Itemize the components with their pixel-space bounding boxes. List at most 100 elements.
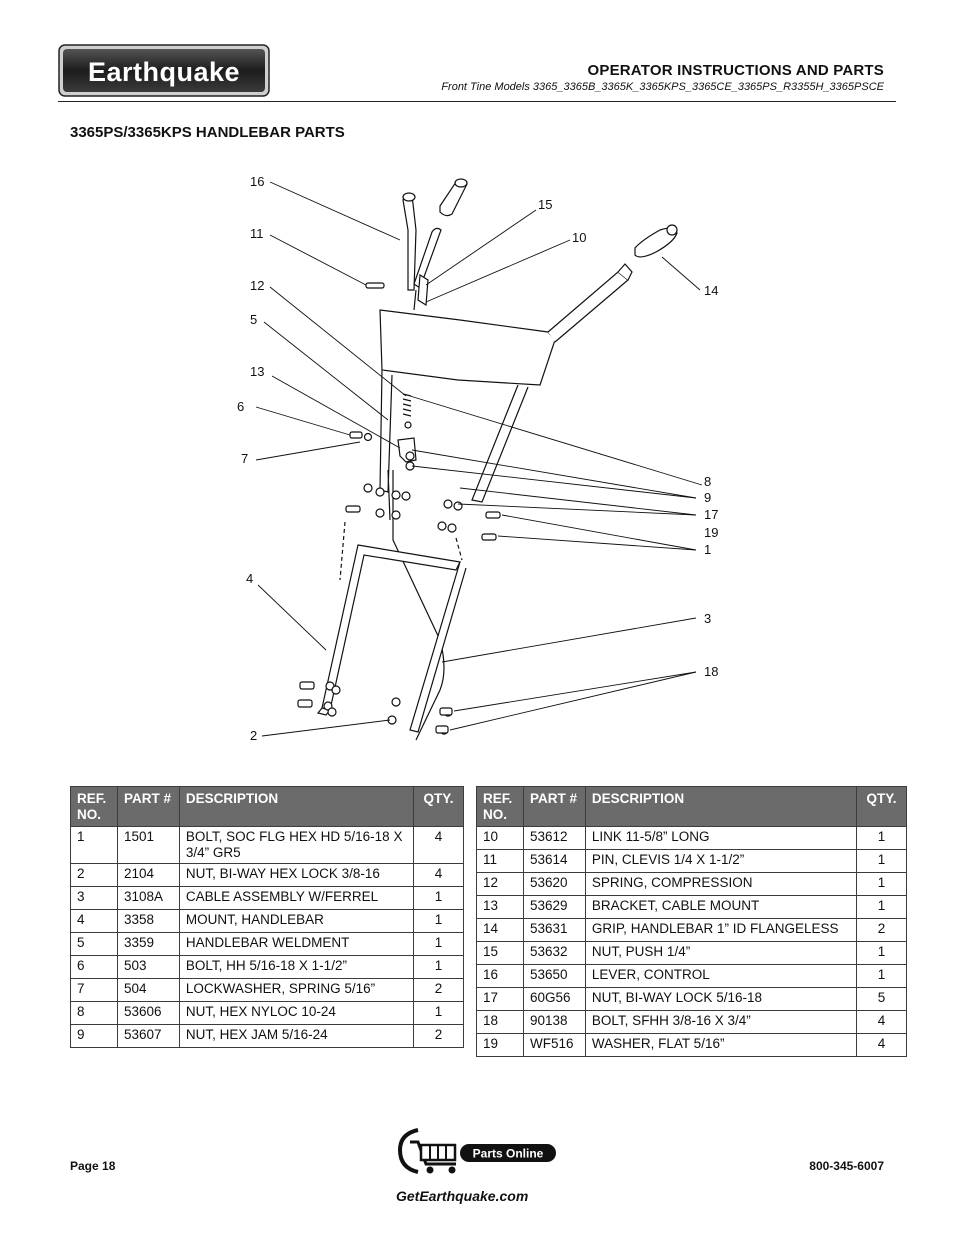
callout-2: 2 — [250, 728, 257, 743]
col-header-ref: REF. NO. — [476, 786, 524, 827]
grip-left-drawing — [439, 178, 468, 217]
callout-8: 8 — [704, 474, 711, 489]
col-header-part: PART # — [522, 786, 586, 827]
callout-5: 5 — [250, 312, 257, 327]
cell-ref: 7 — [70, 978, 118, 1002]
cell-ref: 6 — [70, 955, 118, 979]
cell-description: LEVER, CONTROL — [584, 964, 858, 988]
cell-ref: 14 — [476, 918, 524, 942]
cell-part-number: 3108A — [116, 886, 180, 910]
cell-part-number: 504 — [116, 978, 180, 1002]
cell-description: NUT, HEX NYLOC 10-24 — [178, 1001, 415, 1025]
cell-part-number: 53606 — [116, 1001, 180, 1025]
callout-12: 12 — [250, 278, 264, 293]
cell-qty: 4 — [856, 1010, 907, 1034]
cell-qty: 2 — [413, 1024, 464, 1048]
callout-15: 15 — [538, 197, 552, 212]
cell-description: NUT, PUSH 1/4” — [584, 941, 858, 965]
phone-number: 800-345-6007 — [809, 1159, 884, 1173]
cell-ref: 13 — [476, 895, 524, 919]
spring-bracket-drawing — [397, 393, 417, 471]
header-title: OPERATOR INSTRUCTIONS AND PARTS — [587, 62, 884, 79]
cell-part-number: 53631 — [522, 918, 586, 942]
cell-description: WASHER, FLAT 5/16” — [584, 1033, 858, 1057]
cell-ref: 3 — [70, 886, 118, 910]
cell-part-number: 53650 — [522, 964, 586, 988]
col-header-ref: REF. NO. — [70, 786, 118, 827]
cell-part-number: 2104 — [116, 863, 180, 887]
cell-ref: 5 — [70, 932, 118, 956]
cell-description: MOUNT, HANDLEBAR — [178, 909, 415, 933]
col-header-description: DESCRIPTION — [584, 786, 858, 827]
cell-ref: 2 — [70, 863, 118, 887]
section-title: 3365PS/3365KPS HANDLEBAR PARTS — [70, 124, 345, 141]
page-number: Page 18 — [70, 1159, 116, 1173]
cell-qty: 1 — [856, 826, 907, 850]
cell-part-number: 53607 — [116, 1024, 180, 1048]
cell-qty: 1 — [856, 964, 907, 988]
cell-ref: 19 — [476, 1033, 524, 1057]
header-rule — [58, 101, 896, 102]
cell-ref: 17 — [476, 987, 524, 1011]
cell-ref: 18 — [476, 1010, 524, 1034]
cell-ref: 11 — [476, 849, 524, 873]
cell-ref: 15 — [476, 941, 524, 965]
callout-14: 14 — [704, 283, 718, 298]
cell-ref: 10 — [476, 826, 524, 850]
parts-online-logo[interactable]: Parts Online — [396, 1128, 560, 1178]
cell-description: HANDLEBAR WELDMENT — [178, 932, 415, 956]
callout-18: 18 — [704, 664, 718, 679]
cell-description: GRIP, HANDLEBAR 1” ID FLANGELESS — [584, 918, 858, 942]
callout-6: 6 — [237, 399, 244, 414]
cell-qty: 5 — [856, 987, 907, 1011]
callout-16: 16 — [250, 174, 264, 189]
callout-9: 9 — [704, 490, 711, 505]
cell-description: LOCKWASHER, SPRING 5/16” — [178, 978, 415, 1002]
cell-part-number: 3358 — [116, 909, 180, 933]
cell-qty: 1 — [856, 941, 907, 965]
cell-description: BRACKET, CABLE MOUNT — [584, 895, 858, 919]
table-header-row: REF. NO. PART # DESCRIPTION QTY. — [476, 786, 907, 827]
grip-right-drawing — [634, 224, 678, 258]
cell-description: NUT, BI-WAY LOCK 5/16-18 — [584, 987, 858, 1011]
cell-qty: 2 — [856, 918, 907, 942]
website-link[interactable]: GetEarthquake.com — [396, 1188, 529, 1204]
col-header-description: DESCRIPTION — [178, 786, 415, 827]
cell-ref: 9 — [70, 1024, 118, 1048]
cell-ref: 1 — [70, 826, 118, 864]
cell-qty: 1 — [856, 872, 907, 896]
cell-qty: 1 — [856, 895, 907, 919]
control-lever-drawing — [402, 192, 442, 291]
parts-online-badge: Parts Online — [473, 1147, 544, 1161]
cell-part-number: 53612 — [522, 826, 586, 850]
cell-part-number: 53629 — [522, 895, 586, 919]
cell-ref: 16 — [476, 964, 524, 988]
cell-qty: 4 — [413, 863, 464, 887]
cell-part-number: 60G56 — [522, 987, 586, 1011]
cell-qty: 1 — [856, 849, 907, 873]
cell-description: PIN, CLEVIS 1/4 X 1-1/2” — [584, 849, 858, 873]
cell-part-number: 53620 — [522, 872, 586, 896]
cell-qty: 1 — [413, 886, 464, 910]
cell-ref: 8 — [70, 1001, 118, 1025]
callout-7: 7 — [241, 451, 248, 466]
cell-part-number: 3359 — [116, 932, 180, 956]
cell-qty: 1 — [413, 909, 464, 933]
cell-qty: 1 — [413, 932, 464, 956]
cell-ref: 4 — [70, 909, 118, 933]
handlebar-exploded-diagram: 16 11 12 5 13 6 7 4 2 15 10 14 8 9 17 19… — [237, 174, 718, 743]
